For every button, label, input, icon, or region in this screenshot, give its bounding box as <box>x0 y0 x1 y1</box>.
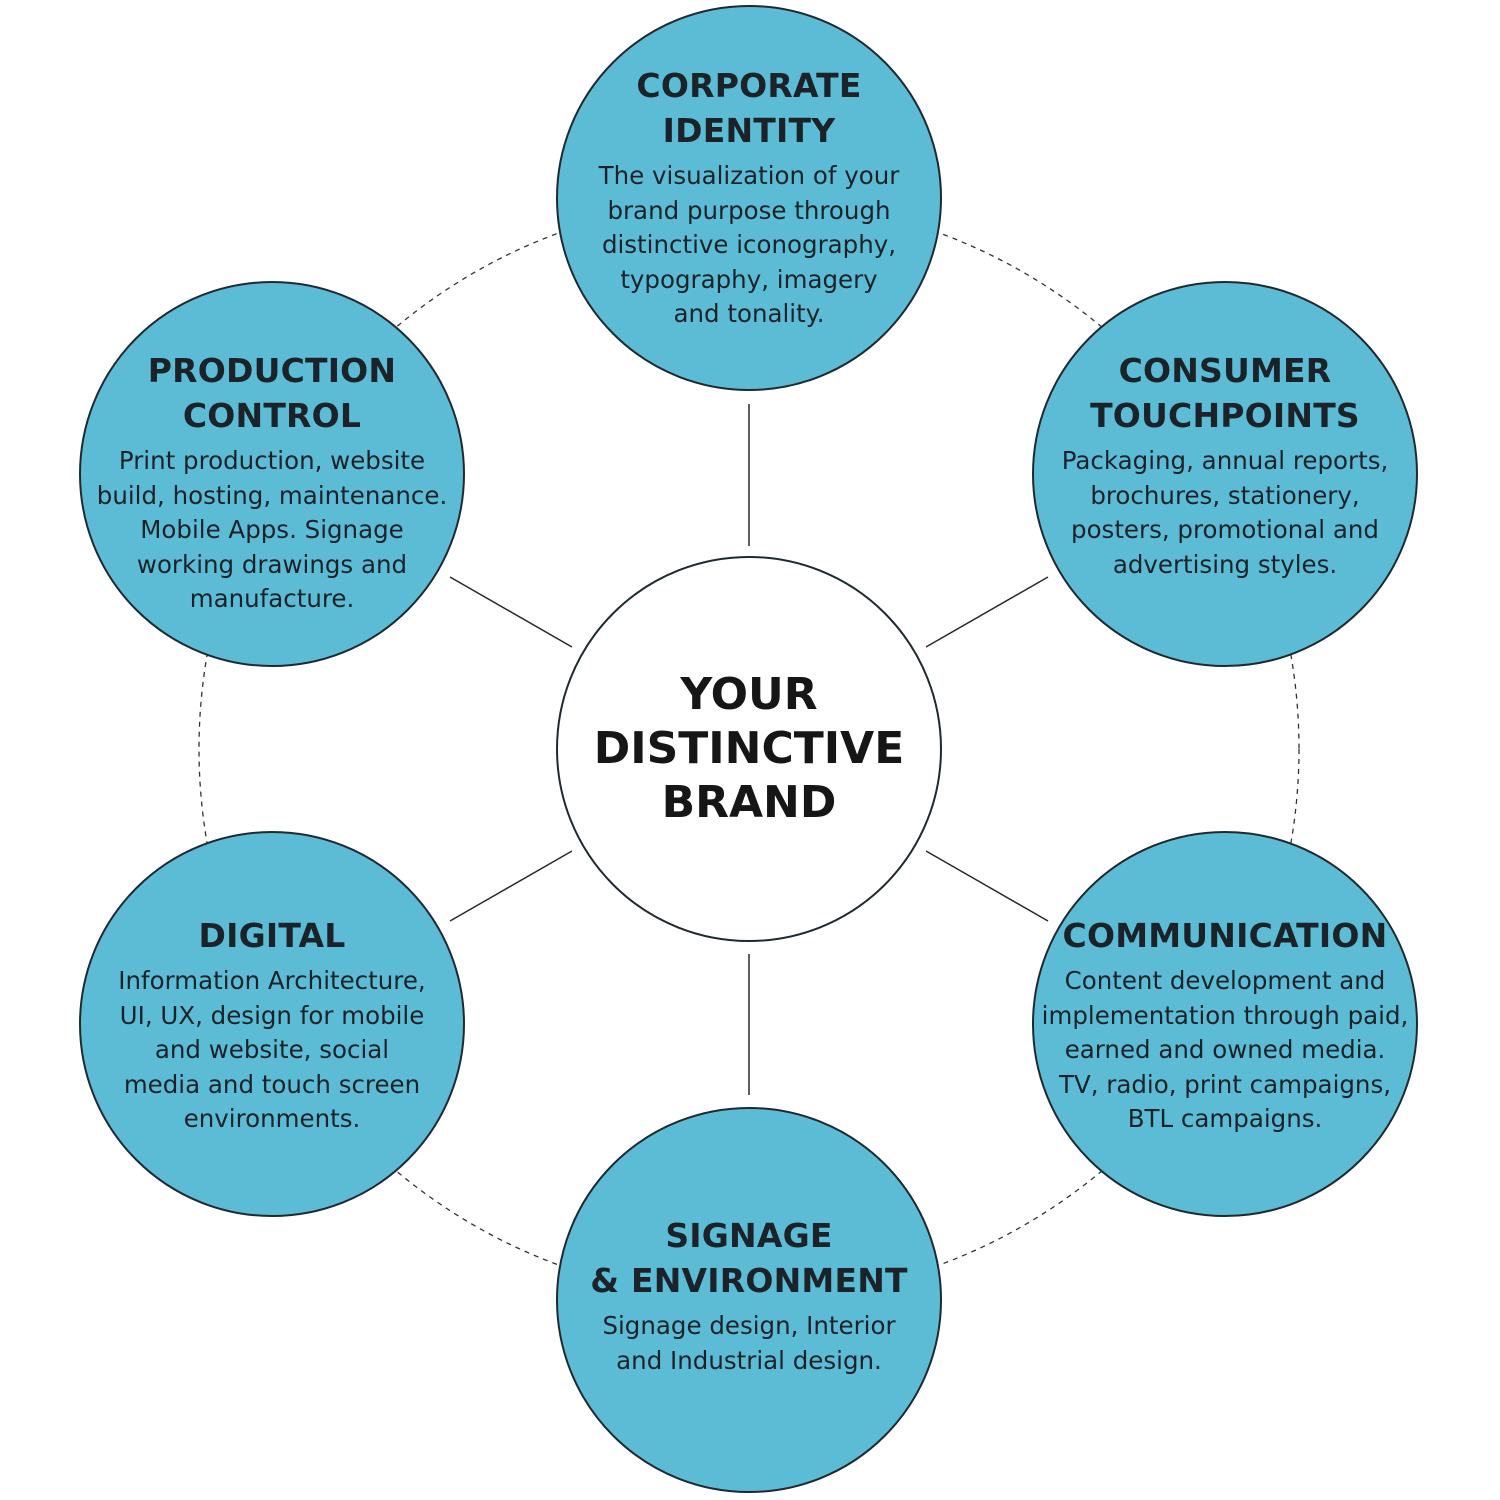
spoke-production <box>449 576 573 648</box>
node-description: Signage design, Interior and Industrial … <box>602 1311 896 1375</box>
node-consumer-touchpoints: CONSUMER TOUCHPOINTS Packaging, annual r… <box>1032 281 1418 667</box>
node-title: SIGNAGE & ENVIRONMENT <box>590 1216 908 1300</box>
node-production-control: PRODUCTION CONTROL Print production, web… <box>79 281 465 667</box>
node-title: PRODUCTION CONTROL <box>147 351 397 435</box>
center-node: YOUR DISTINCTIVE BRAND <box>556 556 942 942</box>
node-digital: DIGITAL Information Architecture, UI, UX… <box>79 831 465 1217</box>
spoke-digital <box>449 850 573 922</box>
center-title: YOUR DISTINCTIVE BRAND <box>593 669 905 828</box>
spoke-communication <box>925 850 1049 922</box>
node-title: COMMUNICATION <box>1062 916 1388 955</box>
node-title: CONSUMER TOUCHPOINTS <box>1090 351 1360 435</box>
node-corporate-identity: CORPORATE IDENTITY The visualization of … <box>556 5 942 391</box>
spoke-consumer <box>925 576 1049 648</box>
node-communication: COMMUNICATION Content development and im… <box>1032 831 1418 1217</box>
node-description: Print production, website build, hosting… <box>96 446 448 613</box>
node-description: Content development and implementation t… <box>1041 966 1409 1133</box>
node-signage-environment: SIGNAGE & ENVIRONMENT Signage design, In… <box>556 1107 942 1493</box>
node-title: CORPORATE IDENTITY <box>636 66 862 150</box>
node-title: DIGITAL <box>198 916 346 955</box>
node-description: Information Architecture, UI, UX, design… <box>118 966 426 1133</box>
node-description: The visualization of your brand purpose … <box>598 161 900 328</box>
node-description: Packaging, annual reports, brochures, st… <box>1061 446 1389 579</box>
